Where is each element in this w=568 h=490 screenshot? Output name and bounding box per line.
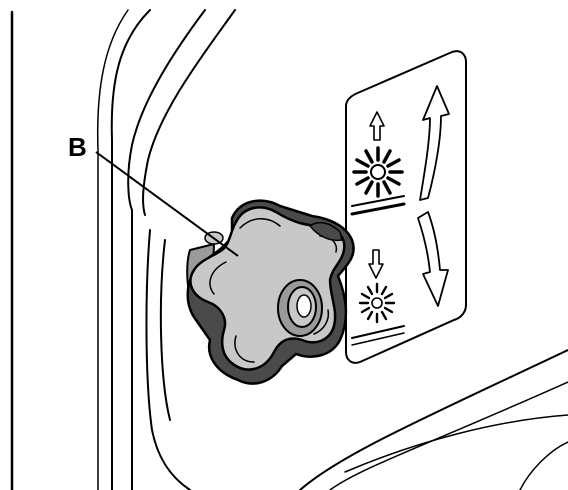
callout-b: B	[68, 132, 239, 257]
down-arrow-icon	[368, 249, 384, 279]
coarse-spray-icon	[350, 146, 406, 216]
fine-spray-icon	[351, 282, 405, 346]
increase-curve-arrow	[419, 85, 450, 201]
up-arrow-icon	[369, 111, 385, 141]
star-knob	[186, 199, 355, 385]
spray-adjustment-decal	[345, 50, 467, 364]
decal-border	[345, 50, 467, 364]
callout-label: B	[68, 132, 87, 162]
decrease-curve-arrow	[417, 211, 449, 307]
machine-housing	[10, 9, 568, 490]
leader-line	[95, 151, 239, 257]
